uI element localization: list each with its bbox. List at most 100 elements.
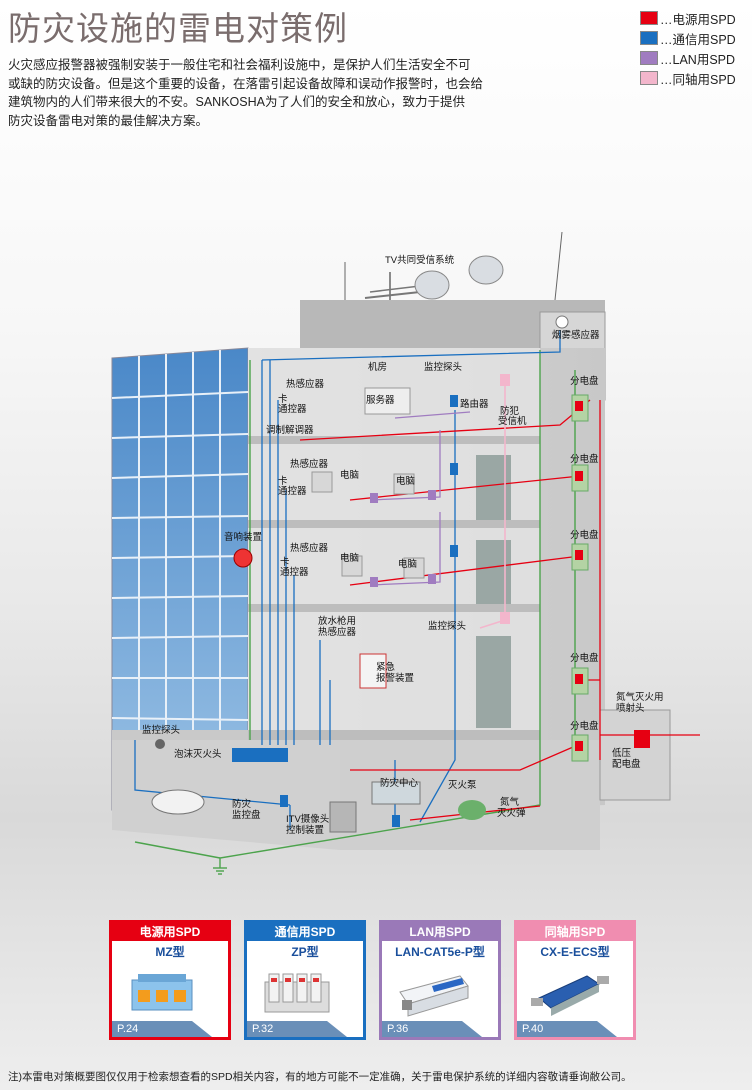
tv-antenna-group: TV共同受信系统: [344, 231, 563, 301]
legend-swatch: [640, 51, 658, 65]
product-card-lan[interactable]: LAN用SPD LAN-CAT5e-P型 P.36: [379, 920, 501, 1040]
product-card-coax[interactable]: 同轴用SPD CX-E-ECS型 P.40: [514, 920, 636, 1040]
ground-floor: [340, 740, 600, 850]
label-itv2: 控制装置: [286, 824, 324, 836]
label-card1b: 通控器: [278, 403, 307, 415]
zp-spd-photo: [264, 973, 330, 1013]
spd-markers: [232, 374, 650, 827]
diagram-labels: 烟雾感应器 机房 监控探头 热感应器 卡 通控器 服务器 路由器 防犯 受信机 …: [142, 329, 664, 836]
label-server: 服务器: [366, 394, 395, 406]
legend-swatch: [640, 11, 658, 25]
floor-slabs: [248, 436, 540, 740]
label-camera-top: 监控探头: [424, 361, 462, 373]
card-model: MZ型: [155, 945, 185, 959]
label-smoke: 烟雾感应器: [552, 329, 600, 341]
legend: …电源用SPD …通信用SPD …LAN用SPD …同轴用SPD: [640, 8, 736, 88]
smoke-detector-icon: [555, 315, 569, 329]
car-icon: [151, 789, 205, 815]
card-header: 同轴用SPD: [517, 923, 633, 941]
label-foam: 泡沫灭火头: [174, 748, 222, 760]
coax-spd-photo: [531, 975, 609, 1016]
legend-swatch: [640, 31, 658, 45]
product-card-comm[interactable]: 通信用SPD ZP型 P.32: [244, 920, 366, 1040]
label-emerg2: 报警装置: [376, 672, 414, 684]
label-card3: 卡: [280, 556, 290, 568]
server-box: [364, 387, 411, 415]
label-card1: 卡: [278, 393, 288, 405]
label-itv1: ITV摄像头: [286, 813, 329, 825]
label-room: 机房: [368, 361, 387, 373]
label-dist2: 分电盘: [570, 453, 599, 465]
equipment: [151, 315, 569, 833]
satellite-dish-icon: [468, 255, 504, 285]
label-emerg1: 紧急: [376, 661, 396, 673]
label-n2-head1: 氮气灭火用: [616, 691, 664, 703]
computer-icon: [341, 555, 363, 577]
label-lv2: 配电盘: [612, 758, 641, 770]
label-pc2: 电脑: [396, 475, 415, 487]
footnote: 注)本雷电对策概要图仅仅用于检索想查看的SPD相关内容，有的地方可能不一定准确，…: [8, 1071, 632, 1083]
card-model: LAN-CAT5e-P型: [395, 945, 485, 959]
card-model: CX-E-ECS型: [540, 945, 610, 959]
parking-area: [112, 740, 340, 850]
fire-pump-icon: [458, 800, 486, 820]
lan-spd-photo: [399, 975, 469, 1017]
label-crime2: 受信机: [498, 415, 527, 427]
label-heat1: 热感应器: [286, 378, 325, 390]
label-dist1: 分电盘: [570, 375, 599, 387]
label-disaster-center: 防灾中心: [380, 777, 419, 789]
card-header: LAN用SPD: [382, 923, 498, 941]
camera-icon: [155, 739, 165, 749]
intro-line: 或缺的防灾设备。但是这个重要的设备，在落雷引起设备故障和误动作报警时，也会给: [8, 76, 484, 91]
card-page: P.36: [382, 1021, 482, 1037]
label-fire-pump: 灭火泵: [448, 780, 477, 791]
label-pc4: 电脑: [398, 558, 417, 570]
computer-icon: [311, 471, 333, 493]
label-card2: 卡: [278, 475, 288, 487]
label-monitor2: 监控盘: [232, 809, 261, 821]
lan-wires: [369, 411, 471, 586]
label-card2b: 通控器: [278, 485, 307, 497]
label-heat3: 热感应器: [290, 542, 329, 554]
product-card-power[interactable]: 电源用SPD MZ型 P.24: [109, 920, 231, 1040]
intro-line: 防灾设备雷电对策的最佳解决方案。: [8, 113, 209, 128]
legend-label: …同轴用SPD: [660, 72, 736, 87]
label-camera-mid: 监控探头: [428, 620, 466, 632]
legend-label: …电源用SPD: [660, 12, 736, 27]
card-page: P.32: [247, 1021, 347, 1037]
legend-lan: …LAN用SPD: [640, 48, 736, 68]
emergency-alarm-box: [359, 653, 387, 689]
page-title: 防灾设施的雷电对策例: [8, 9, 348, 48]
monitor-panel: [371, 781, 421, 805]
intro-paragraph: 火灾感应报警器被强制安装于一般住宅和社会福利设施中，是保护人们生活安全不可 或缺…: [8, 56, 484, 130]
label-modem: 调制解调器: [266, 424, 314, 436]
tv-label: TV共同受信系统: [385, 254, 455, 266]
card-header: 通信用SPD: [247, 923, 363, 941]
computer-icon: [393, 473, 415, 495]
label-pc3: 电脑: [340, 552, 359, 564]
comm-wires: [134, 330, 561, 830]
earth-symbol: [213, 867, 227, 875]
label-n2-2: 灭火弹: [497, 807, 526, 819]
label-n2-head2: 喷射头: [616, 702, 645, 714]
annex-room: [599, 709, 671, 801]
roof-structure: [300, 300, 605, 348]
legend-comm: …通信用SPD: [640, 28, 736, 48]
label-hose1: 放水枪用: [318, 615, 356, 627]
legend-coax: …同轴用SPD: [640, 68, 736, 88]
label-router: 路由器: [460, 398, 489, 410]
satellite-dish-icon: [414, 270, 450, 300]
alarm-bell-icon: [233, 548, 253, 568]
intro-line: 火灾感应报警器被强制安装于一般住宅和社会福利设施中，是保护人们生活安全不可: [8, 58, 471, 72]
label-monitor1: 防灾: [232, 798, 252, 810]
legend-label: …LAN用SPD: [660, 52, 736, 67]
computer-icon: [403, 557, 425, 579]
card-page: P.24: [112, 1021, 212, 1037]
label-card3b: 通控器: [280, 566, 309, 578]
label-dist3: 分电盘: [570, 529, 599, 541]
card-page: P.40: [517, 1021, 617, 1037]
label-dist5: 分电盘: [570, 720, 599, 732]
intro-line: 建筑物内的人们带来很大的不安。SANKOSHA为了人们的安全和放心，致力于提供: [8, 95, 465, 109]
label-n2-1: 氮气: [500, 796, 520, 808]
